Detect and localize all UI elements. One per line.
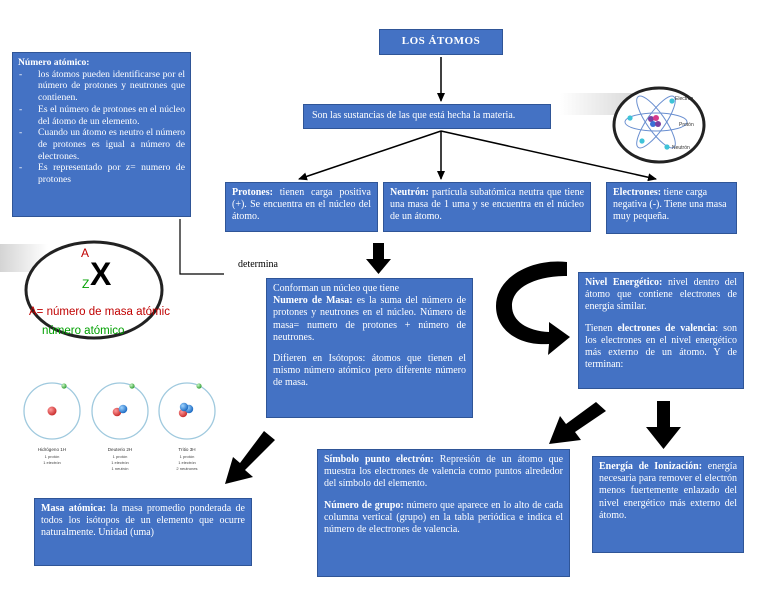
definition-text: Son las sustancias de las que está hecha… [312,110,516,121]
connector-to-electrones [440,130,657,182]
atom-label-proton: Protón [679,122,694,128]
isotope-name-tritium: Tritio 3H [178,447,195,452]
isotope-name-deuterium: Deuterio 2H [108,447,133,452]
protones-label: Protones: [232,187,273,198]
list-item: Cuando un átomo es neutro el número de p… [18,127,185,162]
numero-grupo-label: Número de grupo: [324,499,404,511]
electrones-label: Electrones: [613,187,662,198]
numero-masa-box: Conforman un núcleo que tiene Numero de … [266,278,473,418]
valencia-text: : son los electrones en el nivel energét… [585,322,738,371]
curved-arrow-energy [496,261,570,355]
gray-strip-right [560,93,635,115]
ionizacion-label: Energía de Ionización: [599,461,703,472]
connector-to-protones [298,130,442,181]
atom-label-neutron: Neutrón [672,145,690,151]
nivel-energetico-label: Nivel Energético: [585,277,663,288]
isotope-line1-hydrogen: 1 protón [45,454,60,459]
isotope-line1-tritium: 1 protón [180,454,195,459]
notation-atomic-label: número atómico [42,325,124,337]
block-arrow-down-proton [366,243,391,274]
isotope-line2-tritium: 1 electrón [178,460,196,465]
list-item: Es representado por z= numero de protone… [18,162,185,185]
atom-label-electron: Electrón [675,96,694,102]
simbolo-punto-box: Símbolo punto electrón: Represión de un … [317,449,570,577]
numero-grupo-text: número que aparece en lo alto de cada co… [324,499,563,535]
definition-box: Son las sustancias de las que está hecha… [303,104,551,129]
simbolo-punto-text: Represión de un átomo que muestra los el… [324,454,564,490]
list-item: los átomos pueden identificarse por el n… [18,69,185,104]
valencia-label: electrones de valencia [617,322,716,334]
numero-masa-intro: Conforman un núcleo que tiene [273,283,400,294]
block-arrow-diag-lewis [549,402,606,444]
block-arrow-diag-masa [225,431,275,484]
notation-illustration: A Z X A= número de masa atómic número at… [24,240,170,340]
isotopos-text: Difieren en Isótopos: átomos que tienen … [273,352,466,389]
list-item: Es el número de protones en el núcleo de… [18,104,185,127]
isotope-name-hydrogen: Hidrógeno 1H [38,447,66,452]
isotope-deuterium: Deuterio 2H 1 protón 1 electrón 1 neutró… [91,382,149,471]
isotope-line2-hydrogen: 1 electrón [43,460,61,465]
numero-atomico-label: Número atómico: [18,57,90,68]
masa-atomica-box: Masa atómica: la masa promedio ponderada… [34,498,252,566]
masa-atomica-label: Masa atómica: [41,503,106,514]
nivel-energetico-box: Nivel Energético: nivel dentro del átomo… [578,272,744,389]
protones-box: Protones: tienen carga positiva (+). Se … [225,182,378,232]
electrones-text: tiene carga negativa (-). Tiene una masa… [613,187,727,223]
isotope-hydrogen: Hidrógeno 1H 1 protón 1 electrón [23,382,81,465]
notation-z: Z [82,277,89,291]
neutron-label: Neutrón: [390,187,429,198]
isotope-line2-deuterium: 1 electrón [111,460,129,465]
ionizacion-box: Energía de Ionización: energía necesaria… [592,456,744,553]
protones-text: tienen carga positiva (+). Se encuentra … [232,187,371,223]
connector-numero-atomico-determina [179,219,224,275]
numero-atomico-list: los átomos pueden identificarse por el n… [18,69,185,186]
atom-illustration: Electrón Protón Neutrón [612,86,706,164]
numero-atomico-box: Número atómico: los átomos pueden identi… [12,52,191,217]
ionizacion-text: energía necesaria para remover el electr… [599,461,738,521]
neutron-text: partícula subatómica neutra que tiene un… [390,187,585,223]
nivel-energetico-text: nivel dentro del átomo que contiene elec… [585,277,738,313]
title-box: LOS ÁTOMOS [379,29,503,55]
numero-masa-text: es la suma del número de protones y neut… [273,295,467,343]
notation-x: X [90,256,112,292]
isotope-tritium: Tritio 3H 1 protón 1 electrón 2 neutrone… [158,382,216,471]
notation-a: A [81,246,89,260]
simbolo-punto-label: Símbolo punto electrón: [324,454,434,465]
block-arrow-down-energy [646,401,681,449]
neutron-box: Neutrón: partícula subatómica neutra que… [383,182,591,232]
isotope-line3-deuterium: 1 neutrón [112,466,129,471]
isotope-line1-deuterium: 1 protón [113,454,128,459]
masa-atomica-text: la masa promedio ponderada de todos los … [41,503,245,539]
valencia-pre: Tienen [585,322,613,334]
numero-masa-label: Numero de Masa: [273,295,353,307]
isotope-line3-tritium: 2 neutrones [176,466,197,471]
diagram-title: LOS ÁTOMOS [401,35,481,47]
connector-label-determina: determina [238,259,278,270]
electrones-box: Electrones: tiene carga negativa (-). Ti… [606,182,737,234]
notation-mass-label: A= número de masa atómic [29,306,170,318]
